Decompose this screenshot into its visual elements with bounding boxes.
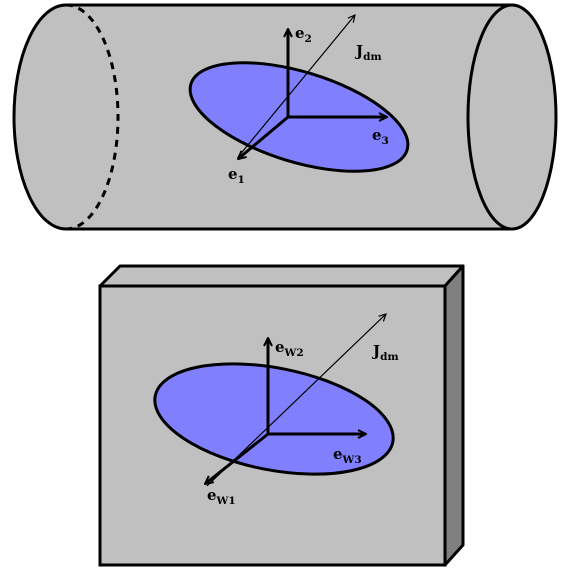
bottom-ew1-axis bbox=[205, 432, 269, 484]
slab-figure: eW2 eW3 eW1 Jdm bbox=[98, 264, 465, 567]
slab-top-face bbox=[98, 264, 465, 288]
top-label-e3: e3 bbox=[372, 126, 389, 147]
top-jdm-axis bbox=[237, 15, 355, 158]
cylinder-end-cap bbox=[466, 3, 558, 231]
top-label-jdm: Jdm bbox=[354, 42, 382, 63]
top-e1-axis bbox=[238, 115, 289, 159]
bottom-label-jdm: Jdm bbox=[371, 342, 399, 363]
bottom-label-ew2: eW2 bbox=[275, 338, 304, 359]
top-label-e2: e2 bbox=[295, 24, 312, 45]
top-label-e1: e1 bbox=[228, 165, 245, 186]
cylinder-figure: e2 e3 e1 Jdm bbox=[12, 3, 558, 231]
bottom-label-ew1: eW1 bbox=[207, 486, 236, 507]
bottom-ellipse bbox=[153, 362, 395, 476]
cylinder-hidden-edge bbox=[65, 3, 120, 231]
bottom-label-ew3: eW3 bbox=[333, 445, 362, 466]
slab-side-face bbox=[443, 264, 465, 567]
